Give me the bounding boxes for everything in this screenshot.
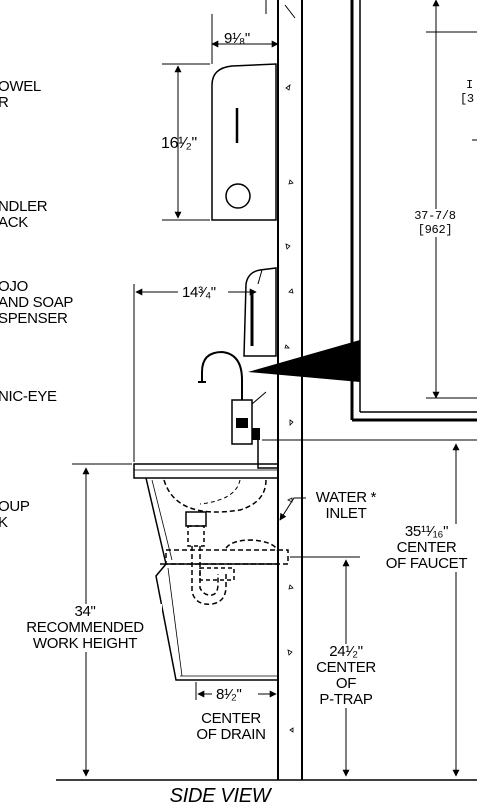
faucet xyxy=(198,350,278,469)
label-sonic-eye: NIC-EYE xyxy=(0,389,57,405)
label-faucet-center: 35¹¹⁄₁₆" CENTER OF FAUCET xyxy=(376,524,477,572)
label-line: 35¹¹⁄₁₆" xyxy=(404,523,449,540)
label-drain-center: CENTER OF DRAIN xyxy=(186,711,276,743)
label-line: K xyxy=(0,514,8,531)
soap-dispenser xyxy=(243,267,277,357)
label-line: NIC-EYE xyxy=(0,388,57,405)
dim-reach: 14³⁄₄" xyxy=(182,284,216,301)
mirror-top-value: I xyxy=(466,78,473,92)
mirror-top-metric: [3 xyxy=(460,92,474,106)
label-line: SPENSER xyxy=(0,310,68,327)
view-title: SIDE VIEW xyxy=(169,785,271,807)
dim-towel-height: 16¹⁄₂" xyxy=(161,135,197,152)
dimension-lines xyxy=(56,0,477,781)
label-line: OUP xyxy=(0,498,30,515)
label-work-height: 34" RECOMMENDED WORK HEIGHT xyxy=(8,604,162,652)
dim-drain-offset: 8¹⁄₂" xyxy=(216,686,242,703)
label-line: 24¹⁄₂" xyxy=(329,643,363,660)
wall xyxy=(277,0,303,780)
label-line: CENTER xyxy=(201,710,261,727)
mirror-dim-metric: [962] xyxy=(417,223,453,237)
label-line: CENTER xyxy=(396,539,457,556)
label-line: OWEL xyxy=(0,78,41,95)
p-trap xyxy=(165,511,289,605)
label-line: CENTER xyxy=(316,659,376,676)
label-towel-dispenser: OWEL R xyxy=(0,79,41,111)
mirror-panel xyxy=(248,0,477,422)
label-soap-dispenser: OJO AND SOAP SPENSER xyxy=(0,279,73,327)
mirror-dim-value: 37-7/8 xyxy=(414,209,456,223)
label-line: WATER * xyxy=(315,489,377,506)
label-group: OUP K xyxy=(0,499,30,531)
label-line: INLET xyxy=(325,505,367,522)
label-line: ACK xyxy=(0,214,28,231)
label-line: RECOMMENDED xyxy=(26,619,144,636)
mirror-top-dimension: I [3 xyxy=(460,78,474,106)
label-water-inlet: WATER * INLET xyxy=(306,490,386,522)
label-line: OF xyxy=(335,675,357,692)
label-line: R xyxy=(0,94,9,111)
label-line: P-TRAP xyxy=(319,691,373,708)
towel-dispenser xyxy=(211,63,277,221)
label-ptrap-center: 24¹⁄₂" CENTER OF P-TRAP xyxy=(306,644,386,708)
mirror-dimension: 37-7/8 [962] xyxy=(408,209,462,237)
label-line: WORK HEIGHT xyxy=(32,635,138,652)
dim-top-width: 9¹⁄₈" xyxy=(224,30,250,47)
label-line: OJO xyxy=(0,278,28,295)
label-line: NDLER xyxy=(0,198,48,215)
label-line: AND SOAP xyxy=(0,294,74,311)
label-line: 34" xyxy=(74,603,96,620)
label-cradle: NDLER ACK xyxy=(0,198,48,231)
label-line: OF DRAIN xyxy=(196,726,266,743)
label-line: OF FAUCET xyxy=(385,555,468,572)
sink-basin xyxy=(133,463,279,681)
